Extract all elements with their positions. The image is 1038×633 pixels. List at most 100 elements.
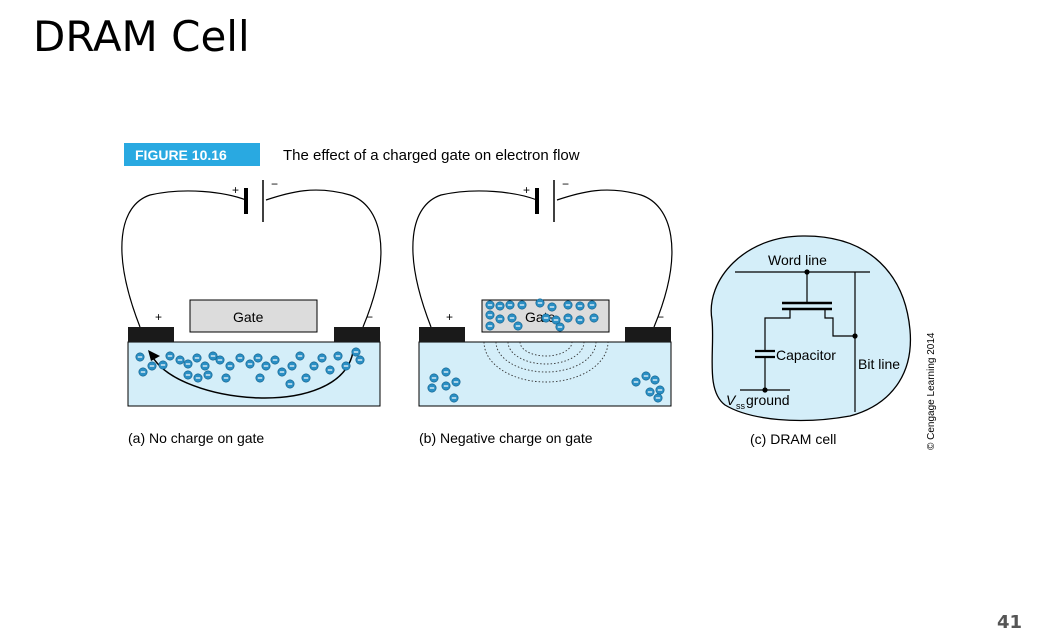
drain-lead [824,309,855,337]
electron-b-28 [589,313,599,323]
vss-label: V [726,392,737,408]
panel-b-drain-electrode [625,327,671,342]
panel-b-substrate [418,341,672,407]
panel-b-source-electrode [419,327,465,342]
electron-a-6 [183,359,193,369]
electron-a-9 [208,351,218,361]
electron-a-19 [270,355,280,365]
electron-b-2 [427,383,437,393]
panel-a-minus-label: − [366,310,373,324]
panel-a-plus-label: + [155,310,162,324]
panel-a-left-wire [121,190,247,328]
panel-a-battery-minus: − [271,177,278,191]
electron-a-2 [138,367,148,377]
bit-line-node [852,333,858,339]
electron-b-9 [645,387,655,397]
electron-b-14 [505,300,515,310]
electron-b-17 [547,302,557,312]
electron-a-16 [253,353,263,363]
panel-b-left-wire [412,190,538,328]
electron-b-0 [429,373,439,383]
electron-a-12 [225,361,235,371]
electron-a-30 [355,355,365,365]
electron-b-13 [495,301,505,311]
source-lead [764,309,791,350]
panel-b-gate-label: Gate [525,309,556,325]
electron-b-7 [641,371,651,381]
panel-b-minus-label: − [657,310,664,324]
electron-a-11 [215,355,225,365]
panel-a-gate [189,299,318,333]
slide-title: DRAM Cell [33,12,250,61]
panel-c-blob [710,235,912,422]
electron-b-3 [441,381,451,391]
panel-a-right-wire [265,189,382,328]
figure-caption: The effect of a charged gate on electron… [283,147,580,164]
word-line-label: Word line [768,252,827,268]
electron-a-1 [147,361,157,371]
electron-a-21 [287,361,297,371]
panel-a-drain-electrode [334,327,380,342]
electron-b-22 [495,314,505,324]
electron-a-7 [192,353,202,363]
panel-a-source-electrode [128,327,174,342]
electron-a-25 [317,353,327,363]
figure-label-box [124,143,260,166]
electron-a-8 [200,361,210,371]
electron-a-23 [301,373,311,383]
panel-c-caption: (c) DRAM cell [750,431,836,447]
electron-a-32 [183,370,193,380]
figure-label: FIGURE 10.16 [135,147,227,163]
electron-a-10 [203,370,213,380]
panel-a-arrowhead [148,350,160,361]
electron-b-27 [575,315,585,325]
panel-a-battery-plus: + [232,183,239,197]
electron-b-30 [485,321,495,331]
electron-b-24 [541,313,551,323]
electron-a-0 [135,352,145,362]
electron-a-4 [165,351,175,361]
panel-a: + − Gate + − [121,177,382,407]
electron-b-8 [650,375,660,385]
electron-b-10 [655,385,665,395]
electron-b-1 [441,367,451,377]
panel-b-right-wire [556,189,673,328]
electron-b-12 [485,300,495,310]
panel-b-plus-label: + [446,310,453,324]
electron-a-14 [235,353,245,363]
electron-b-6 [631,377,641,387]
bit-line-label: Bit line [858,356,900,372]
electron-b-4 [451,377,461,387]
panel-c: Word line Bit line Capacitor V ss ground [710,235,912,422]
electron-a-5 [175,355,185,365]
panel-a-gate-label: Gate [233,309,264,325]
electron-b-5 [449,393,459,403]
electron-b-18 [563,300,573,310]
electron-b-19 [575,301,585,311]
capacitor-label: Capacitor [776,347,836,363]
ground-label: ground [746,392,790,408]
panel-b-field-lines [483,341,609,383]
electron-b-25 [551,315,561,325]
slide-number: 41 [996,612,1022,633]
panel-a-caption: (a) No charge on gate [128,430,264,446]
electron-a-33 [285,379,295,389]
electron-a-28 [341,361,351,371]
panel-b-caption: (b) Negative charge on gate [419,430,593,446]
electron-a-29 [351,347,361,357]
vss-subscript: ss [736,401,746,411]
panel-b-electrons [427,298,665,403]
electron-b-15 [517,300,527,310]
electron-a-31 [193,373,203,383]
electron-a-15 [245,359,255,369]
panel-b: + − Gate + − [412,177,673,407]
panel-b-battery-plus: + [523,183,530,197]
panel-a-flow-arrow [151,351,354,399]
panel-b-battery-minus: − [562,177,569,191]
copyright-credit: © Cengage Learning 2014 [926,332,937,450]
electron-b-16 [535,298,545,308]
electron-a-20 [277,367,287,377]
panel-a-electrons [135,347,365,389]
electron-b-21 [485,310,495,320]
